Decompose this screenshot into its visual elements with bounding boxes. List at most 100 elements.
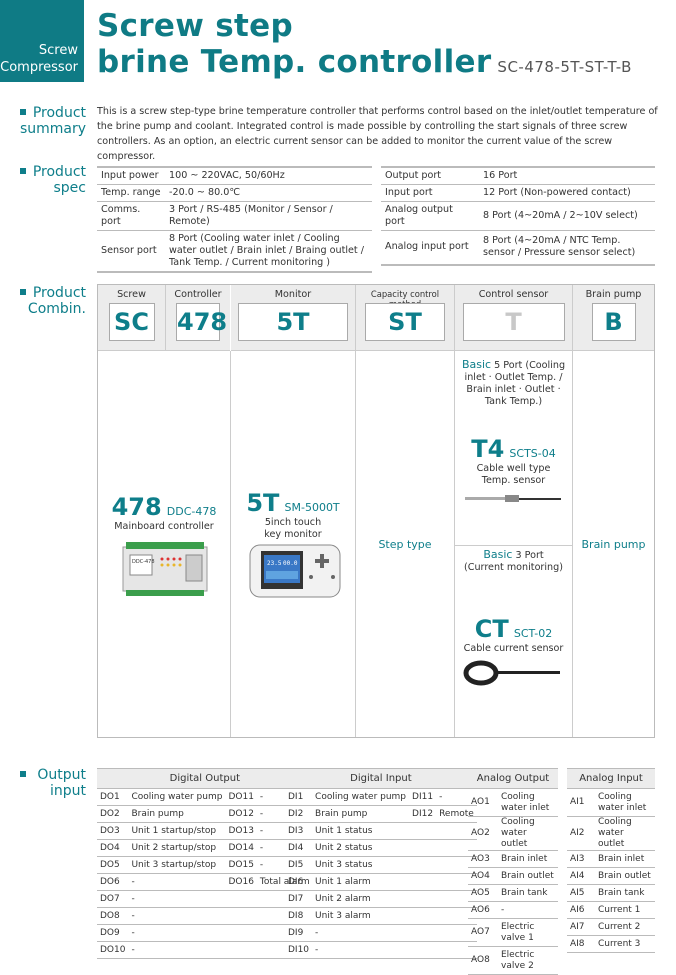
bullet-square-icon	[20, 771, 26, 777]
column-controller-head: Controller 478	[166, 285, 230, 351]
table-row: DO7-	[97, 890, 313, 908]
column-control-sensor: Control sensor T Basic 5 Port (Cooling i…	[455, 285, 573, 737]
basic-label: Basic	[461, 358, 492, 371]
io-desc: Cooling water inlet	[498, 788, 558, 817]
code-box: 478	[176, 303, 227, 341]
io-code	[225, 924, 257, 942]
controller-code: 478	[111, 493, 162, 521]
label-line2: summary	[19, 121, 86, 137]
io-code: AO5	[468, 884, 498, 902]
section-label-combin: Product Combin.	[10, 285, 86, 317]
spec-value: 12 Port (Non-powered contact)	[479, 184, 655, 202]
io-code: DO8	[97, 907, 129, 925]
io-desc: Unit 2 status	[312, 839, 410, 857]
current-sensor-image	[463, 660, 560, 686]
table-row: DO10-	[97, 941, 313, 959]
io-desc	[436, 890, 477, 908]
column-header: Controller 478	[166, 285, 230, 351]
step-type-label: Step type	[378, 538, 432, 551]
io-desc	[436, 839, 477, 857]
spec-row: Temp. range-20.0 ~ 80.0℃	[97, 184, 372, 202]
basic-sub: (Current monitoring)	[464, 562, 563, 573]
section-label-spec: Product spec	[10, 164, 86, 196]
io-desc: Brain tank	[498, 884, 558, 902]
io-code: DI1	[285, 788, 313, 806]
io-desc: -	[436, 788, 477, 806]
column-capacity: Capacity control method ST Step type	[356, 285, 455, 737]
label-line2: spec	[53, 180, 87, 196]
io-code	[409, 941, 437, 959]
io-code: DI4	[285, 839, 313, 857]
combination-table: Screw SC Controller 478 478 DDC-478 Main…	[97, 284, 655, 738]
spec-key: Input port	[381, 184, 479, 202]
io-code	[409, 890, 437, 908]
io-code: DI8	[285, 907, 313, 925]
io-desc: -	[128, 907, 226, 925]
column-header: Control sensor T	[455, 285, 572, 351]
badge-line2: Compressor	[0, 60, 78, 75]
io-code: DO9	[97, 924, 129, 942]
io-code: DO4	[97, 839, 129, 857]
column-header: Capacity control method ST	[356, 285, 454, 351]
spec-value: 100 ~ 220VAC, 50/60Hz	[165, 166, 372, 185]
io-desc: -	[312, 941, 410, 959]
ct-model: SCT-02	[513, 627, 553, 640]
io-desc: -	[128, 924, 226, 942]
ct-code: CT	[474, 615, 509, 643]
io-code: DI7	[285, 890, 313, 908]
table-title: Digital Input	[285, 768, 477, 789]
io-code: DO1	[97, 788, 129, 806]
io-code: DO10	[97, 941, 129, 959]
io-code: DO7	[97, 890, 129, 908]
label-line1: Product	[32, 285, 86, 301]
io-desc	[436, 941, 477, 959]
io-code: DI12	[409, 805, 437, 823]
io-desc: Unit 1 startup/stop	[128, 822, 226, 840]
io-code: DO13	[225, 822, 257, 840]
controller-device-label: DDC-478	[132, 559, 155, 565]
io-desc: Brain outlet	[498, 867, 558, 885]
temp-sensor-probe-image	[465, 495, 561, 502]
io-desc: Cooling water inlet	[595, 788, 655, 817]
io-code: DI10	[285, 941, 313, 959]
io-desc: Brain inlet	[595, 850, 655, 868]
io-desc: Unit 2 startup/stop	[128, 839, 226, 857]
monitor-caption-line1: 5inch touch	[264, 517, 322, 528]
io-desc	[436, 924, 477, 942]
io-desc: Unit 3 alarm	[312, 907, 410, 925]
table-title: Analog Output	[468, 768, 558, 789]
spec-key: Comms. port	[97, 201, 165, 231]
io-desc	[436, 822, 477, 840]
io-desc: Unit 1 status	[312, 822, 410, 840]
io-desc: Unit 1 alarm	[312, 873, 410, 891]
column-monitor: Monitor 5T 5T SM-5000T 5inch touch key m…	[231, 285, 356, 737]
io-desc: Electric valve 2	[498, 946, 558, 975]
io-code: DI2	[285, 805, 313, 823]
basic-text: 3 Port	[515, 550, 544, 561]
io-code	[225, 941, 257, 959]
spec-value: 8 Port (Cooling water inlet / Cooling wa…	[165, 230, 372, 273]
monitor-screen-right: 00.0	[283, 560, 298, 567]
io-code: AI7	[567, 918, 595, 936]
monitor-code: 5T	[246, 489, 280, 517]
io-code: AI1	[567, 788, 595, 817]
io-code: DO16	[225, 873, 257, 891]
bullet-square-icon	[20, 289, 26, 295]
